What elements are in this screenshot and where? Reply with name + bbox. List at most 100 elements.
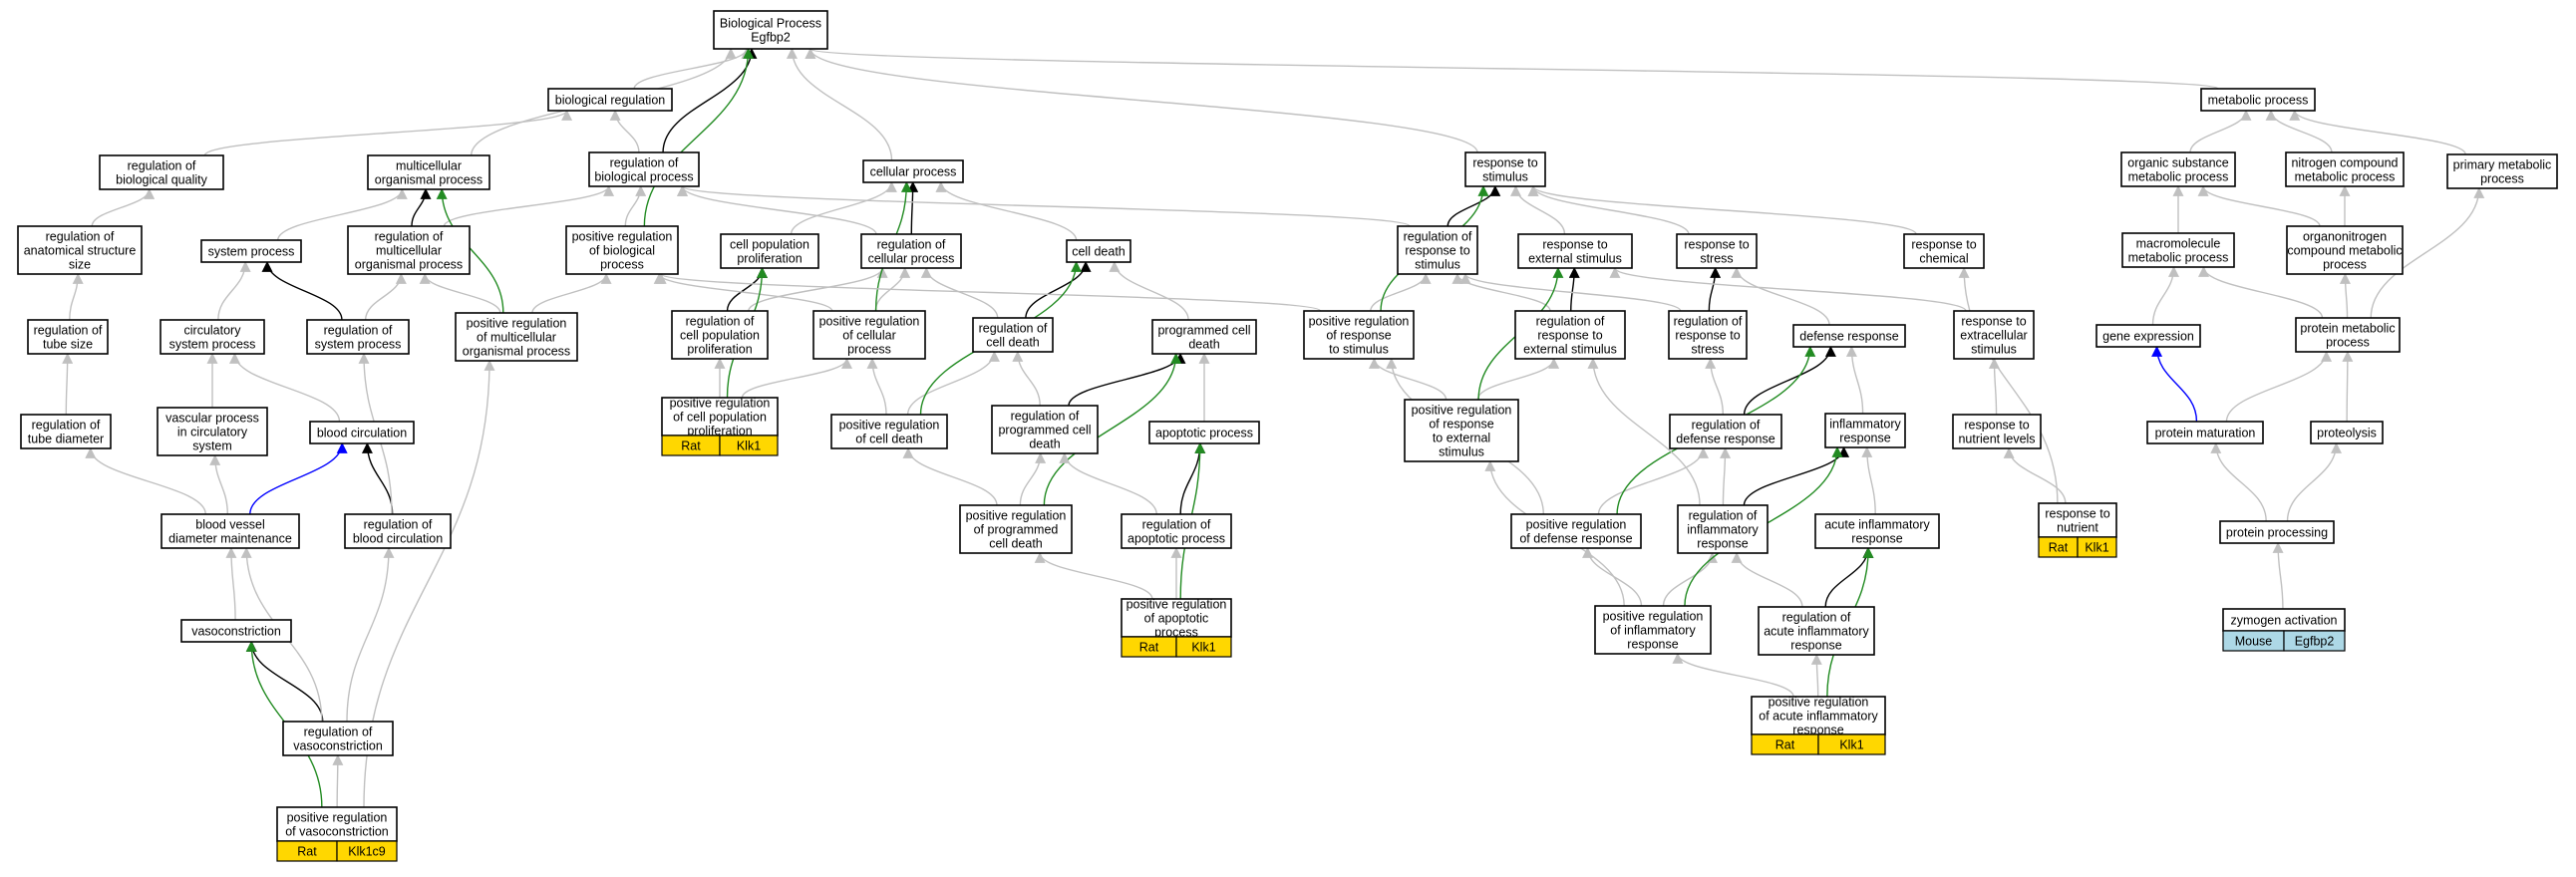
term-label-line: response (1851, 532, 1902, 546)
edge-is_a-regrext-to-regrs (1451, 272, 1551, 312)
term-box (347, 225, 471, 275)
go-term-vasoc[interactable]: vasoconstriction (180, 619, 292, 643)
term-box (27, 319, 109, 355)
term-box (860, 233, 962, 269)
edge-part_of-reginflam-to-inflam (1743, 445, 1850, 506)
edge-part_of-regapop-to-apop (1179, 441, 1206, 515)
go-term-defresp[interactable]: defense response (1792, 324, 1906, 348)
go-term-geneexp[interactable]: gene expression (2095, 324, 2201, 348)
term-label-line: stimulus (1439, 445, 1484, 459)
edge-part_of-regbp-to-bp (662, 47, 758, 153)
term-label-line: cellular process (868, 252, 955, 266)
gene-label: Mouse (2235, 635, 2273, 649)
term-label-line: response to (1675, 329, 1740, 343)
term-box (1151, 319, 1257, 355)
term-label-line: of cellular (842, 329, 896, 343)
term-label-line: Egfbp2 (751, 31, 791, 45)
term-box (547, 88, 673, 112)
term-label-line: protein metabolic (2300, 322, 2395, 336)
go-term-metab[interactable]: metabolic process (2200, 88, 2316, 112)
term-label-line: external stimulus (1528, 252, 1622, 266)
term-label-line: cell death (1072, 245, 1126, 259)
go-term-cellp[interactable]: cellular process (862, 159, 964, 183)
edge-is_a-regvaso-to-regbc (346, 546, 395, 723)
term-label-line: regulation of (1536, 315, 1605, 329)
term-box (1953, 310, 2035, 360)
edge-part_of-regdef-to-defresp (1743, 345, 1836, 416)
term-label-line: primary metabolic (2453, 158, 2552, 172)
go-term-bloodc[interactable]: blood circulation (309, 421, 415, 444)
go-term-protmat[interactable]: protein maturation (2146, 421, 2264, 444)
term-box (991, 405, 1099, 454)
go-term-breg[interactable]: biological regulation (547, 88, 673, 112)
edge-is_a-regdef-to-regrstress (1705, 357, 1724, 416)
go-term-celld[interactable]: cell death (1066, 239, 1131, 263)
go-term-protproc[interactable]: protein processing (2219, 520, 2335, 544)
term-box (17, 225, 143, 275)
go-term-sysp[interactable]: system process (200, 239, 302, 263)
edge-is_a-protproc-to-proteol (2286, 441, 2342, 522)
go-term-proteol[interactable]: proteolysis (2310, 421, 2384, 444)
go-term-apop[interactable]: apoptotic process (1148, 421, 1260, 444)
edge-part_of-regcd-to-celld (1025, 260, 1092, 319)
term-label-line: process (2480, 172, 2524, 186)
term-box (160, 319, 265, 355)
